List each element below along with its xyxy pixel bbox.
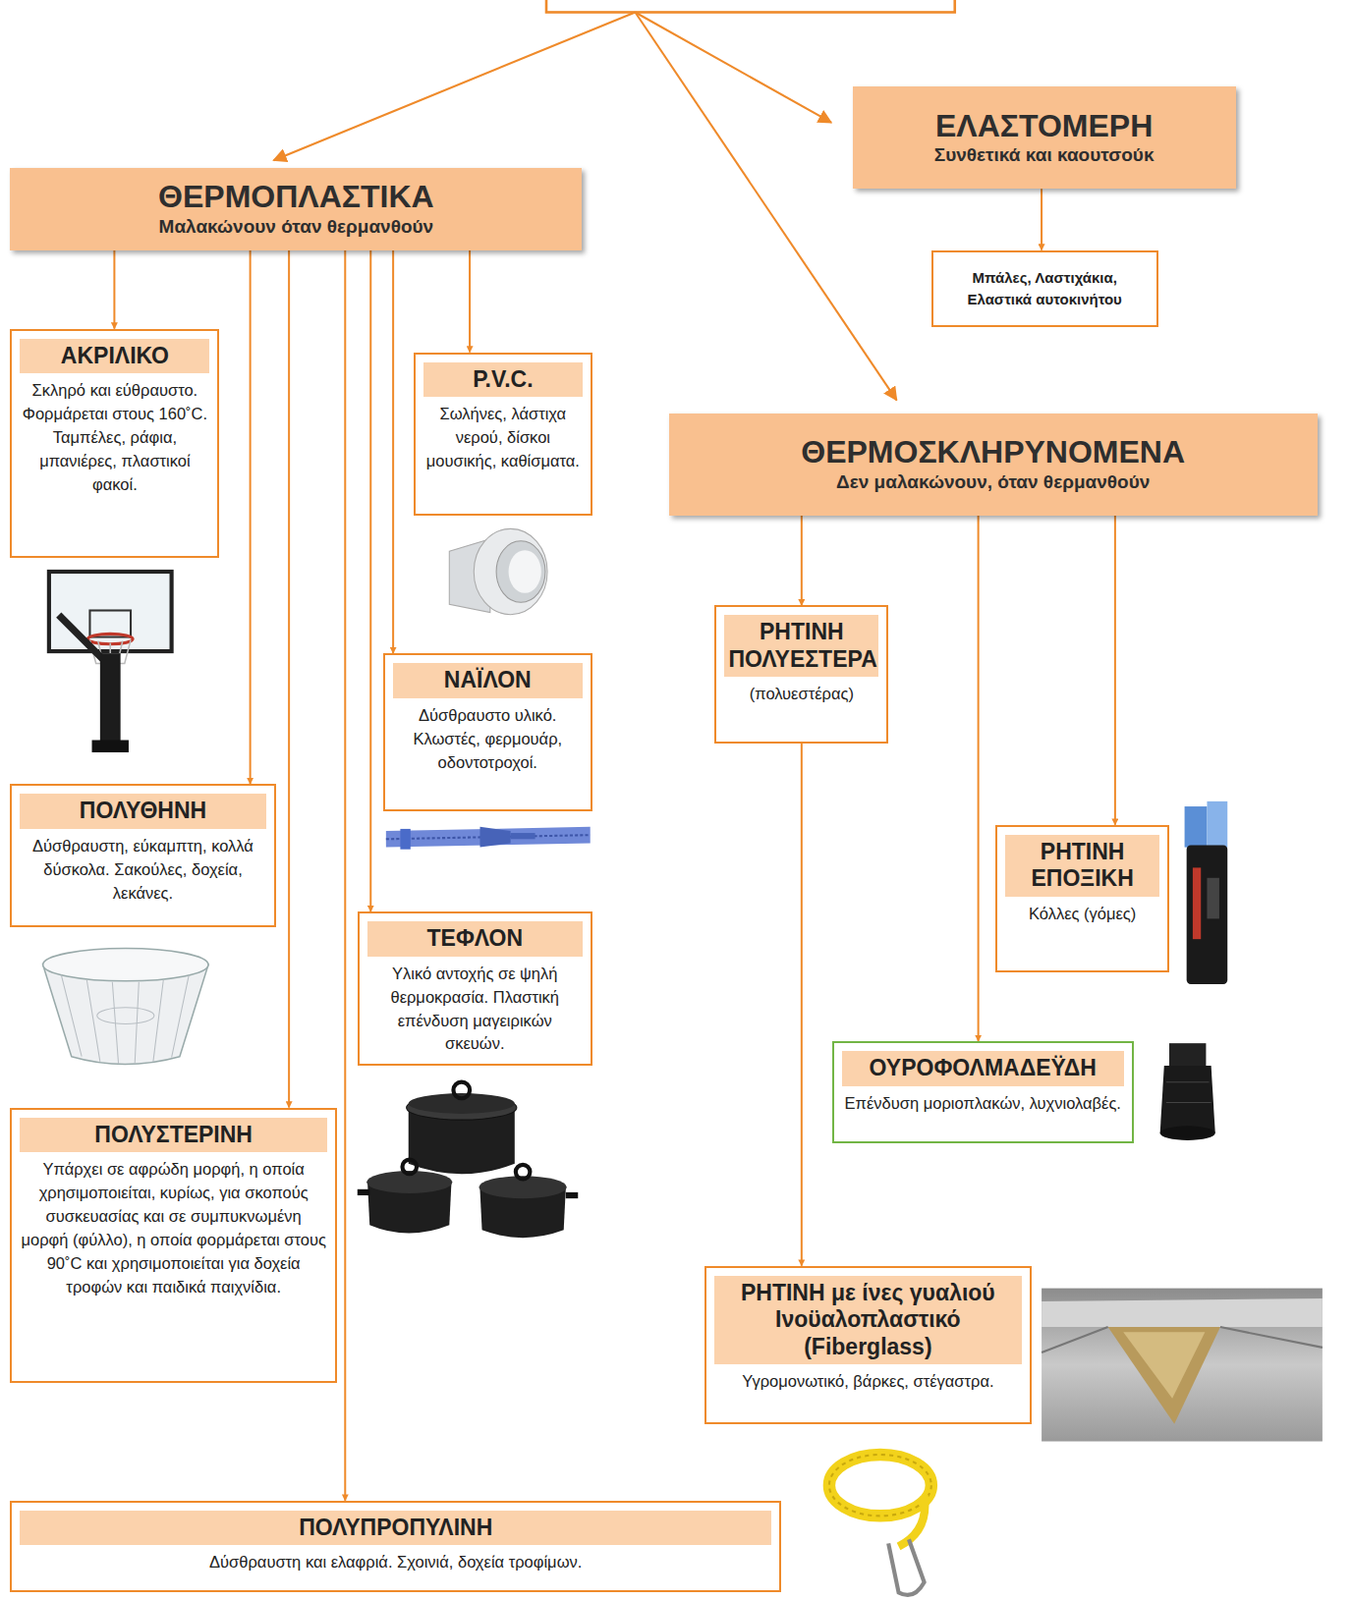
box-description: (πολυεστέρας) xyxy=(716,682,887,707)
box-description: Υπάρχει σε αφρώδη μορφή, η οποία χρησιμο… xyxy=(11,1158,336,1300)
box-heading: ΘΕΡΜΟΣΚΛΗΡΥΝΟΜΕΝΑ xyxy=(800,434,1185,471)
material-box: ΤΕΦΛΟΝ Υλικό αντοχής σε ψηλή θερμοκρασία.… xyxy=(357,911,593,1067)
material-box: ΠΟΛΥΘΗΝΗ Δύσθραυστη, εύκαμπτη, κολλά δύσκ… xyxy=(9,784,276,927)
box-heading: ΠΟΛΥΘΗΝΗ xyxy=(19,793,266,830)
material-box: ΡΗΤΙΝΗ ΕΠΟΞΙΚΗ Κόλλες (γόμες) xyxy=(995,825,1170,974)
box-heading: Μπάλες, Λαστιχάκια, Ελαστικά αυτοκινήτου xyxy=(941,267,1149,311)
material-box: ΡΗΤΙΝΗ με ίνες γυαλιού Ινοϋαλοπλαστικό (… xyxy=(704,1266,1032,1425)
box-description: Συνθετικά και καουτσούκ xyxy=(934,143,1155,169)
box-description: Μαλακώνουν όταν θερμανθούν xyxy=(159,215,435,240)
cropped-root-box xyxy=(546,0,956,12)
box-description: Σκληρό και εύθραυστο. Φορμάρεται στους 1… xyxy=(11,379,218,498)
category-box: ΘΕΡΜΟΠΛΑΣΤΙΚΑΜαλακώνουν όταν θερμανθούν xyxy=(9,168,582,250)
arrow-connector xyxy=(343,250,346,1502)
box-heading: ΕΛΑΣΤΟΜΕΡΗ xyxy=(935,108,1153,145)
material-box: ΠΟΛΥΣΤΕΡΙΝΗ Υπάρχει σε αφρώδη μορφή, η οπ… xyxy=(9,1108,338,1385)
box-heading: ΠΟΛΥΣΤΕΡΙΝΗ xyxy=(19,1118,328,1154)
box-heading: ΤΕΦΛΟΝ xyxy=(367,921,583,958)
box-heading: ΑΚΡΙΛΙΚΟ xyxy=(19,338,210,375)
box-heading: ΝΑΪΛΟΝ xyxy=(393,663,583,699)
arrow-connector xyxy=(800,515,803,606)
root-arrow xyxy=(634,11,832,122)
arrow-connector xyxy=(287,250,290,1109)
epoxy-glue-tube xyxy=(1184,801,1229,985)
box-heading: P.V.C. xyxy=(423,362,583,398)
box-description: Επένδυση μοριοπλακών, λυχνιολαβές. xyxy=(834,1092,1132,1117)
box-heading: ΘΕΡΜΟΠΛΑΣΤΙΚΑ xyxy=(158,178,435,216)
arrow-connector xyxy=(392,250,395,655)
basketball-hoop xyxy=(49,571,172,753)
box-heading: ΡΗΤΙΝΗ ΠΟΛΥΕΣΤΕΡΑ xyxy=(724,615,879,677)
arrow-connector xyxy=(1040,188,1043,250)
box-description: Σωλήνες, λάστιχα νερού, δίσκοι μουσικής,… xyxy=(415,402,591,474)
arrow-connector xyxy=(977,515,980,1042)
lamp-holder xyxy=(1160,1043,1216,1141)
box-description: Δύσθραυστη, εύκαμπτη, κολλά δύσκολα. Σακ… xyxy=(11,835,274,906)
material-box: P.V.C. Σωλήνες, λάστιχα νερού, δίσκοι μου… xyxy=(413,352,593,516)
box-heading: ΟΥΡΟΦΟΛΜΑΔΕΫΔΗ xyxy=(842,1051,1125,1087)
box-description: Υγρομονωτικό, βάρκες, στέγαστρα. xyxy=(706,1370,1030,1395)
arrow-connector xyxy=(468,250,471,353)
example-box: Μπάλες, Λαστιχάκια, Ελαστικά αυτοκινήτου xyxy=(931,250,1159,328)
material-box: ΠΟΛΥΠΡΟΠΥΛΙΝΗ Δύσθραυστη και ελαφριά. Σχο… xyxy=(9,1501,782,1594)
fiberglass-photo xyxy=(1041,1289,1323,1443)
box-description: Δύσθραυστο υλικό. Κλωστές, φερμουάρ, οδο… xyxy=(385,704,591,776)
rope-coil xyxy=(829,1455,932,1596)
pvc-fitting xyxy=(449,528,548,615)
arrow-connector xyxy=(112,250,115,330)
arrow-connector xyxy=(1114,515,1117,826)
arrow-connector xyxy=(249,250,252,786)
material-box: ΝΑΪΛΟΝ Δύσθραυστο υλικό. Κλωστές, φερμουά… xyxy=(383,653,593,812)
box-description: Δεν μαλακώνουν, όταν θερμανθούν xyxy=(836,470,1150,496)
arrow-connector xyxy=(800,743,803,1267)
material-box: ΟΥΡΟΦΟΛΜΑΔΕΫΔΗ Επένδυση μοριοπλακών, λυχν… xyxy=(832,1041,1134,1144)
plastic-bowl xyxy=(43,949,209,1066)
box-heading: ΡΗΤΙΝΗ με ίνες γυαλιού Ινοϋαλοπλαστικό (… xyxy=(714,1276,1022,1366)
zipper xyxy=(386,827,591,850)
box-description: Δύσθραυστη και ελαφριά. Σχοινιά, δοχεία … xyxy=(11,1551,780,1576)
box-heading: ΠΟΛΥΠΡΟΠΥΛΙΝΗ xyxy=(19,1511,772,1547)
material-box: ΑΚΡΙΛΙΚΟ Σκληρό και εύθραυστο. Φορμάρεται… xyxy=(9,329,220,560)
root-arrow xyxy=(274,11,636,161)
box-heading: ΡΗΤΙΝΗ ΕΠΟΞΙΚΗ xyxy=(1005,835,1160,898)
category-box: ΕΛΑΣΤΟΜΕΡΗΣυνθετικά και καουτσούκ xyxy=(852,86,1237,189)
arrow-connector xyxy=(369,250,372,912)
category-box: ΘΕΡΜΟΣΚΛΗΡΥΝΟΜΕΝΑΔεν μαλακώνουν, όταν θε… xyxy=(669,413,1318,516)
box-description: Υλικό αντοχής σε ψηλή θερμοκρασία. Πλαστ… xyxy=(359,962,591,1058)
cooking-pots xyxy=(357,1082,578,1239)
material-box: ΡΗΤΙΝΗ ΠΟΛΥΕΣΤΕΡΑ (πολυεστέρας) xyxy=(714,605,889,743)
root-arrow xyxy=(634,11,897,400)
box-description: Κόλλες (γόμες) xyxy=(997,902,1168,927)
